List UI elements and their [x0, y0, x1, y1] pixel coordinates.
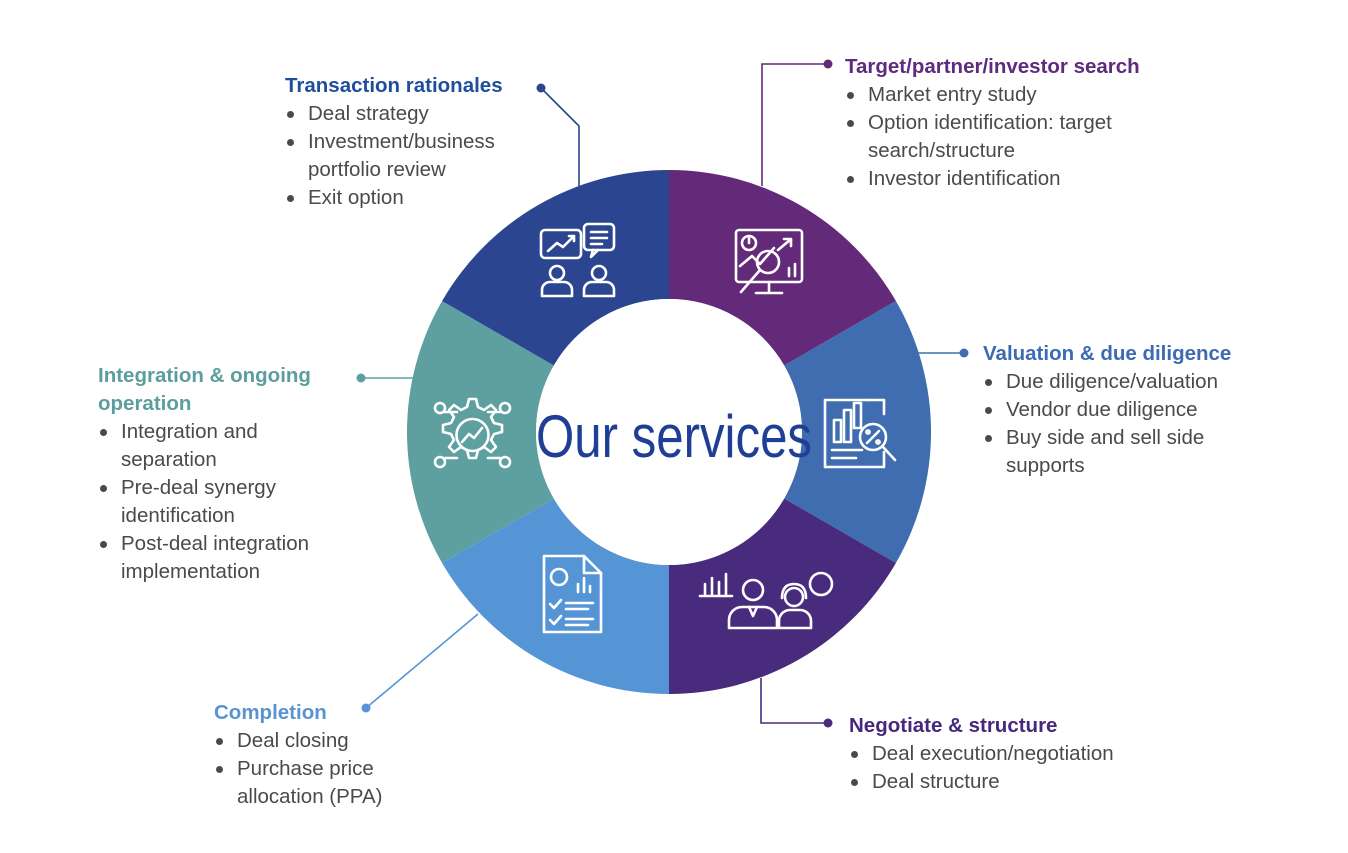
- valuation-report-magnifier-icon: [823, 398, 897, 469]
- list-item: Deal structure: [849, 768, 1169, 796]
- transaction-block: Transaction rationales Deal strategy Inv…: [285, 72, 545, 212]
- leader-lines: [356, 59, 969, 728]
- integration-title: Integration & ongoing operation: [98, 364, 311, 415]
- checklist-document-icon: [542, 554, 603, 634]
- negotiate-list: Deal execution/negotiation Deal structur…: [849, 740, 1169, 796]
- list-item: Deal strategy: [285, 100, 545, 128]
- target-block: Target/partner/investor search Market en…: [845, 53, 1185, 193]
- consultation-chart-people-icon: [539, 222, 616, 298]
- list-item: Purchase price allocation (PPA): [214, 755, 412, 811]
- leader-line-completion: [365, 613, 479, 709]
- list-item: Post-deal integration implementation: [98, 530, 336, 586]
- list-item: Market entry study: [845, 81, 1185, 109]
- list-item: Investor identification: [845, 165, 1185, 193]
- negotiate-title: Negotiate & structure: [849, 714, 1058, 737]
- leader-line-transaction: [540, 87, 580, 186]
- leader-line-target: [761, 63, 828, 186]
- list-item: Deal closing: [214, 727, 424, 755]
- list-item: Option identification: target search/str…: [845, 109, 1168, 165]
- completion-title: Completion: [214, 701, 327, 724]
- ring-segment-target: [669, 170, 896, 366]
- list-item: Buy side and sell side supports: [983, 424, 1251, 480]
- list-item: Investment/business portfolio review: [285, 128, 545, 184]
- leader-dot-completion: [361, 703, 371, 713]
- leader-line-negotiate: [760, 678, 828, 724]
- transaction-title: Transaction rationales: [285, 74, 503, 97]
- integration-block: Integration & ongoing operation Integrat…: [98, 362, 358, 586]
- leader-dot-valuation: [959, 348, 969, 358]
- ring-segment-transaction: [442, 170, 669, 366]
- ring-segment-completion: [442, 498, 669, 694]
- valuation-title: Valuation & due diligence: [983, 342, 1232, 365]
- negotiation-people-charts-icon: [698, 571, 834, 630]
- list-item: Pre-deal synergy identification: [98, 474, 296, 530]
- list-item: Exit option: [285, 184, 545, 212]
- leader-dot-integration: [356, 373, 366, 383]
- target-list: Market entry study Option identification…: [845, 81, 1185, 193]
- leader-dot-negotiate: [823, 718, 833, 728]
- integration-list: Integration and separation Pre-deal syne…: [98, 418, 358, 586]
- list-item: Due diligence/valuation: [983, 368, 1273, 396]
- valuation-list: Due diligence/valuation Vendor due dilig…: [983, 368, 1273, 480]
- services-ring: [407, 170, 931, 694]
- list-item: Vendor due diligence: [983, 396, 1273, 424]
- valuation-block: Valuation & due diligence Due diligence/…: [983, 340, 1273, 480]
- ring-segment-valuation: [784, 301, 931, 563]
- center-circle: [536, 299, 802, 565]
- leader-dot-transaction: [536, 83, 546, 93]
- leader-dot-target: [823, 59, 833, 69]
- list-item: Deal execution/negotiation: [849, 740, 1169, 768]
- completion-list: Deal closing Purchase price allocation (…: [214, 727, 424, 811]
- negotiate-block: Negotiate & structure Deal execution/neg…: [849, 712, 1169, 796]
- center-label: Our services: [536, 402, 812, 470]
- target-title: Target/partner/investor search: [845, 55, 1140, 78]
- market-analysis-monitor-icon: [734, 228, 804, 295]
- list-item: Integration and separation: [98, 418, 281, 474]
- integration-gear-icon: [433, 397, 512, 469]
- transaction-list: Deal strategy Investment/business portfo…: [285, 100, 545, 212]
- completion-block: Completion Deal closing Purchase price a…: [214, 699, 424, 811]
